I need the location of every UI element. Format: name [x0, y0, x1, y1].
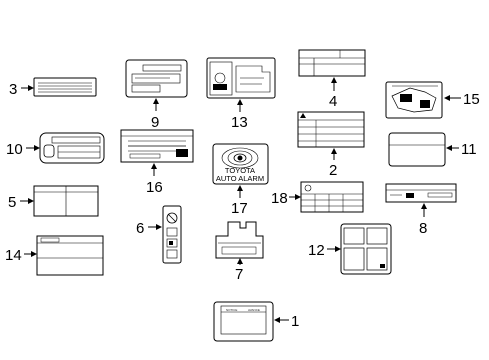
label-6: [162, 205, 182, 264]
callout-5: 5: [8, 194, 16, 211]
callout-4: 4: [329, 93, 337, 110]
callout-1: 1: [291, 313, 299, 330]
callout-3: 3: [9, 81, 17, 98]
label-15: [385, 81, 443, 119]
label-17: [212, 143, 269, 185]
label-3: [33, 77, 97, 97]
callout-15: 15: [463, 91, 480, 108]
label-13: [206, 57, 276, 99]
callout-8: 8: [419, 220, 427, 237]
alarm-text-line2: AUTO ALARM: [216, 174, 264, 183]
label-9: [125, 59, 188, 98]
label-18: [300, 181, 364, 213]
label-14: [36, 235, 104, 276]
callout-17: 17: [231, 200, 248, 217]
callout-10: 10: [6, 141, 23, 158]
callout-12: 12: [308, 242, 325, 259]
callout-11: 11: [461, 141, 477, 158]
label-10: [39, 132, 105, 164]
label-1: [213, 301, 274, 342]
label-12: [340, 223, 392, 275]
notice-text: NOTICE: [226, 308, 237, 312]
label-16: [120, 129, 194, 163]
alarm-text-line1: TOYOTA: [225, 166, 255, 175]
callout-2: 2: [329, 162, 337, 179]
callout-13: 13: [231, 114, 248, 131]
callout-7: 7: [235, 266, 243, 283]
label-2: [297, 111, 365, 148]
label-7: [215, 221, 264, 259]
callout-14: 14: [5, 247, 22, 264]
label-5: [33, 185, 99, 217]
callout-9: 9: [151, 114, 159, 131]
callout-6: 6: [136, 220, 144, 237]
label-8: [385, 183, 457, 203]
callout-18: 18: [271, 190, 288, 207]
label-11: [388, 132, 446, 167]
avance-text: AVANCE: [248, 308, 260, 312]
label-4: [298, 49, 366, 77]
callout-16: 16: [146, 179, 163, 196]
